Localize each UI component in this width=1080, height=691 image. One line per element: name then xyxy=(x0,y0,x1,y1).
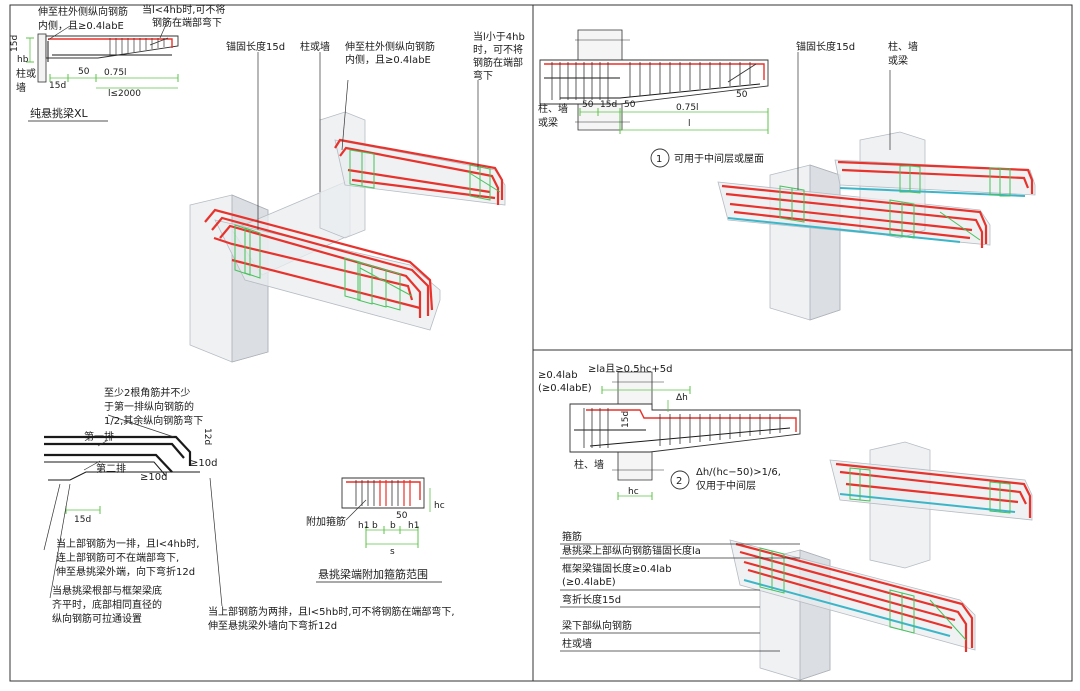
bl-dim-10d-b: ≥10d xyxy=(140,472,167,483)
tr-dim-15d: 15d xyxy=(600,100,617,110)
bm-dim-b2: b xyxy=(390,521,396,531)
bl-note-bottom-3: 纵向钢筋可拉通设置 xyxy=(52,612,142,625)
tr-note-num: 1 xyxy=(656,154,662,165)
tl-note-top-right-2: 钢筋在端部弯下 xyxy=(152,16,222,29)
bl-note-double-2: 伸至悬挑梁外墙向下弯折12d xyxy=(208,619,337,632)
br-legend-frame-anchor: 框架梁锚固长度≥0.4lab xyxy=(562,562,672,575)
tr-dim-l: l xyxy=(688,119,691,129)
br-legend: 箍筋 悬挑梁上部纵向钢筋锚固长度la 框架梁锚固长度≥0.4lab (≥0.4l… xyxy=(560,530,800,652)
bl-note-single-1: 当上部钢筋为一排，且l<4hb时, xyxy=(56,537,199,550)
bm-caption: 悬挑梁端附加箍筋范围 xyxy=(318,567,428,581)
bm-dim-50: 50 xyxy=(396,511,408,521)
bl-row-1: 第一排 xyxy=(84,430,114,443)
tl-dim-l: l≤2000 xyxy=(108,89,141,99)
tr-support-1: 柱、墙 xyxy=(538,102,568,115)
tl-label-right-2: 时，可不将 xyxy=(473,44,523,56)
bm-dim-s: s xyxy=(390,547,395,557)
tl-label-right-1: 当l小于4hb xyxy=(473,30,525,43)
br-dim-delta: Δh xyxy=(676,393,688,403)
tl-leader-outer xyxy=(341,79,349,151)
tl-label-right-4: 弯下 xyxy=(473,69,493,82)
tl-dim-15d-v: 15d xyxy=(10,35,20,52)
rebar-row-1b xyxy=(44,442,185,459)
tl-note-top-1: 伸至柱外侧纵向钢筋 xyxy=(38,5,128,18)
tl-3d-model xyxy=(189,111,506,363)
br-dim-15d: 15d xyxy=(621,411,631,428)
tr-label-support-2: 或梁 xyxy=(888,54,908,67)
br-3d-model xyxy=(729,441,1033,681)
bm-dim-hc: hc xyxy=(434,501,445,511)
bl-note-bottom-1: 当悬挑梁根部与框架梁底 xyxy=(52,584,162,597)
br-support: 柱、墙 xyxy=(574,458,604,471)
schematic-cantilever-xl xyxy=(26,19,179,89)
tl-dim-15d-h: 15d xyxy=(49,81,66,91)
tr-label-anchor: 锚固长度15d xyxy=(796,40,855,53)
tl-support-2: 墙 xyxy=(16,81,26,94)
bl-dim-15d: 15d xyxy=(74,515,91,525)
bl-dim-10d-a: ≥10d xyxy=(190,458,217,469)
tl-label-right-3: 钢筋在端部 xyxy=(473,56,523,69)
panel-top-right: 柱、墙 或梁 50 15d 50 0.75l l 50 1 可用于中间层或屋面 xyxy=(538,29,1036,321)
panel-bottom-left: 至少2根角筋并不少 于第一排纵向钢筋的 1/2,其余纵向钢筋弯下 第一排 第二排… xyxy=(43,386,455,632)
tl-label-outer-1: 伸至柱外侧纵向钢筋 xyxy=(345,40,435,53)
br-legend-bottom-bar: 梁下部纵向钢筋 xyxy=(562,619,632,632)
br-legend-bend: 弯折长度15d xyxy=(562,593,621,606)
tl-dim-075l: 0.75l xyxy=(104,68,127,78)
bl-note-corner-1: 至少2根角筋并不少 xyxy=(104,386,190,399)
br-note-text-2: 仅用于中间层 xyxy=(696,479,756,492)
sheet-border xyxy=(9,4,1073,682)
tl-note-top-right-1: 当l<4hb时,可不将 xyxy=(142,3,225,16)
tl-caption: 纯悬挑梁XL xyxy=(30,106,89,120)
schematic-cantilever-end xyxy=(539,29,769,134)
br-note-labe-1: ≥0.4lab xyxy=(538,370,578,381)
bl-note-bottom-2: 齐平时，底部相同直径的 xyxy=(52,598,162,611)
br-legend-top-anchor: 悬挑梁上部纵向钢筋锚固长度la xyxy=(562,544,701,557)
rebar-row-2 xyxy=(44,453,173,473)
br-dim-hc: hc xyxy=(628,487,639,497)
bl-note-single-2: 连上部钢筋可不在端部弯下, xyxy=(56,551,179,564)
tl-dim-50: 50 xyxy=(78,67,90,77)
tl-label-outer-2: 内侧，且≥0.4labE xyxy=(345,53,431,66)
tl-support-1: 柱或 xyxy=(16,67,36,80)
tr-support-2: 或梁 xyxy=(538,116,558,129)
rebar-row-1 xyxy=(44,435,192,466)
tl-note-top-2: 内侧，且≥0.4labE xyxy=(38,19,124,32)
tr-dim-50b: 50 xyxy=(624,100,636,110)
br-note-text-1: Δh/(hc−50)>1/6, xyxy=(696,467,781,478)
tl-label-column: 柱或墙 xyxy=(300,40,330,53)
tr-label-support-1: 柱、墙 xyxy=(888,40,918,53)
tr-3d-model xyxy=(717,131,1036,321)
bl-row-2: 第二排 xyxy=(96,462,126,475)
tr-note-text: 可用于中间层或屋面 xyxy=(674,152,764,165)
br-note-labe-2: (≥0.4labE) xyxy=(538,383,592,394)
bl-note-corner-3: 1/2,其余纵向钢筋弯下 xyxy=(104,414,203,427)
schematic-step-cantilever xyxy=(569,371,801,500)
tl-dim-hb: hb xyxy=(17,55,29,65)
panel-top-left: 伸至柱外侧纵向钢筋 内侧，且≥0.4labE 当l<4hb时,可不将 钢筋在端部… xyxy=(10,3,525,363)
bl-note-double-1: 当上部钢筋为两排，且l<5hb时,可不将钢筋在端部弯下, xyxy=(208,605,455,618)
panel-bottom-right: ≥la且≥0.5hc+5d ≥0.4lab (≥0.4labE) 15d Δh … xyxy=(538,363,1033,681)
bm-label-stirrup: 附加箍筋 xyxy=(306,515,346,528)
tr-dim-50a: 50 xyxy=(582,100,594,110)
bl-note-corner-2: 于第一排纵向钢筋的 xyxy=(104,400,194,413)
br-note-la: ≥la且≥0.5hc+5d xyxy=(588,363,673,375)
bl-dim-12d: 12d xyxy=(202,428,212,445)
tr-dim-075l: 0.75l xyxy=(676,103,699,113)
tr-note-circle xyxy=(650,148,670,168)
br-note-num: 2 xyxy=(676,476,682,487)
tr-dim-50c: 50 xyxy=(736,90,748,100)
bm-dim-b1: b xyxy=(372,521,378,531)
tl-label-anchor: 锚固长度15d xyxy=(226,40,285,53)
bm-dim-h1: h1 xyxy=(358,521,369,531)
panel-bottom-middle: 附加箍筋 50 h1 b b hc s h1 悬挑梁端附加箍筋范围 xyxy=(306,477,445,583)
bl-note-single-3: 伸至悬挑梁外端，向下弯折12d xyxy=(56,565,195,578)
br-legend-support: 柱或墙 xyxy=(562,637,592,650)
br-legend-frame-anchor-e: (≥0.4labE) xyxy=(562,577,616,588)
br-note-circle xyxy=(670,470,690,490)
bm-dim-h1b: h1 xyxy=(408,521,419,531)
br-legend-stirrup: 箍筋 xyxy=(562,530,582,543)
